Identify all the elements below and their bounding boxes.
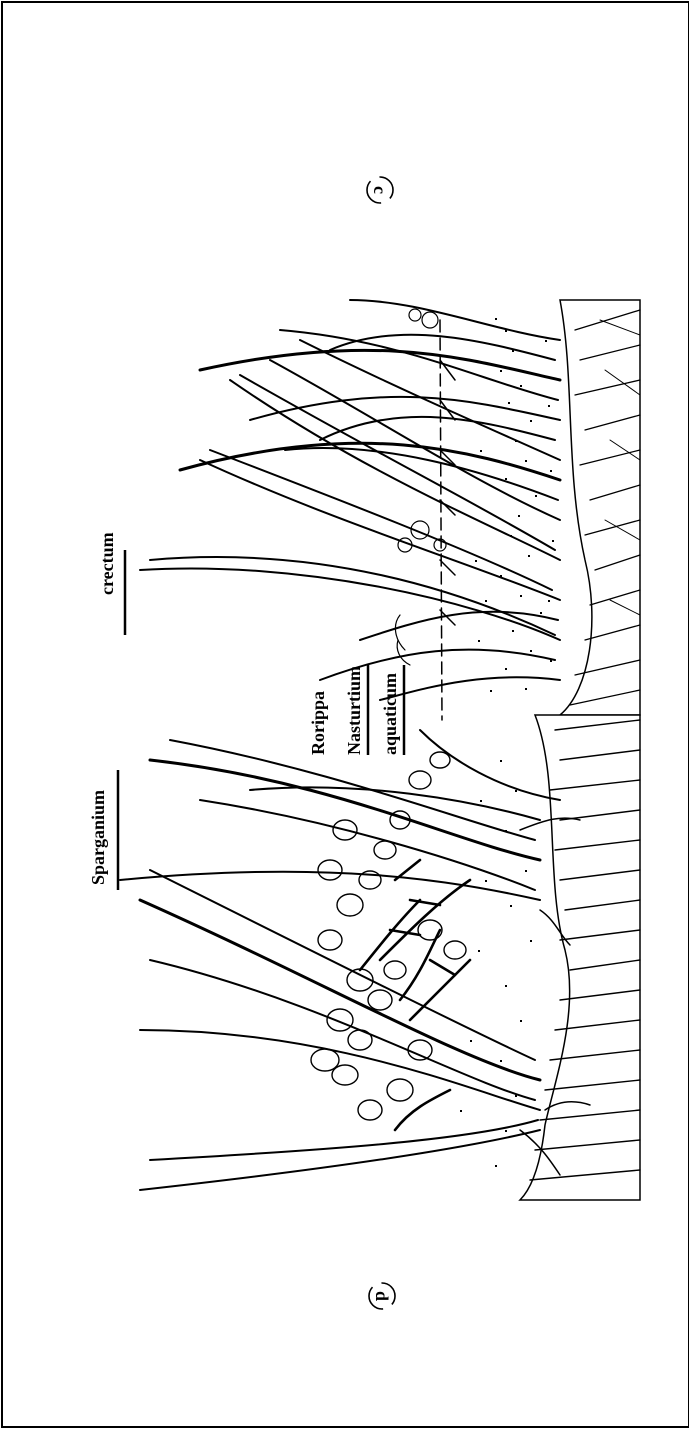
nasturtium-label-group: Nasturtium [344, 666, 364, 755]
crectum-label-group: crectum [97, 532, 117, 595]
rorippa-label: Rorippa [308, 691, 328, 755]
sparganium-label: Sparganium [88, 790, 108, 885]
panel-d-sparganium-leaves [120, 730, 560, 1190]
rorippa-label-group: Rorippa [308, 691, 328, 755]
panel-d-mark: d [369, 1283, 395, 1309]
crectum-label: crectum [97, 532, 117, 595]
panel-c-mark: c [367, 177, 393, 203]
panel-c-letter: c [370, 186, 390, 194]
panel-d-drawing [120, 715, 640, 1200]
aquaticum-label-group: aquaticum [380, 673, 400, 755]
sparganium-label-group: Sparganium [88, 790, 108, 885]
panel-c-soil [560, 300, 640, 715]
panel-d-soil [520, 715, 640, 1200]
aquaticum-label: aquaticum [380, 673, 400, 755]
panel-c-drawing [140, 300, 640, 720]
panel-d-rorippa-stems [360, 860, 470, 1130]
panel-d-letter: d [372, 1291, 392, 1301]
nasturtium-label: Nasturtium [344, 666, 364, 755]
panel-c-water-line [440, 320, 442, 720]
panel-c-silt [470, 318, 554, 692]
panel-c-leaves [140, 300, 560, 700]
